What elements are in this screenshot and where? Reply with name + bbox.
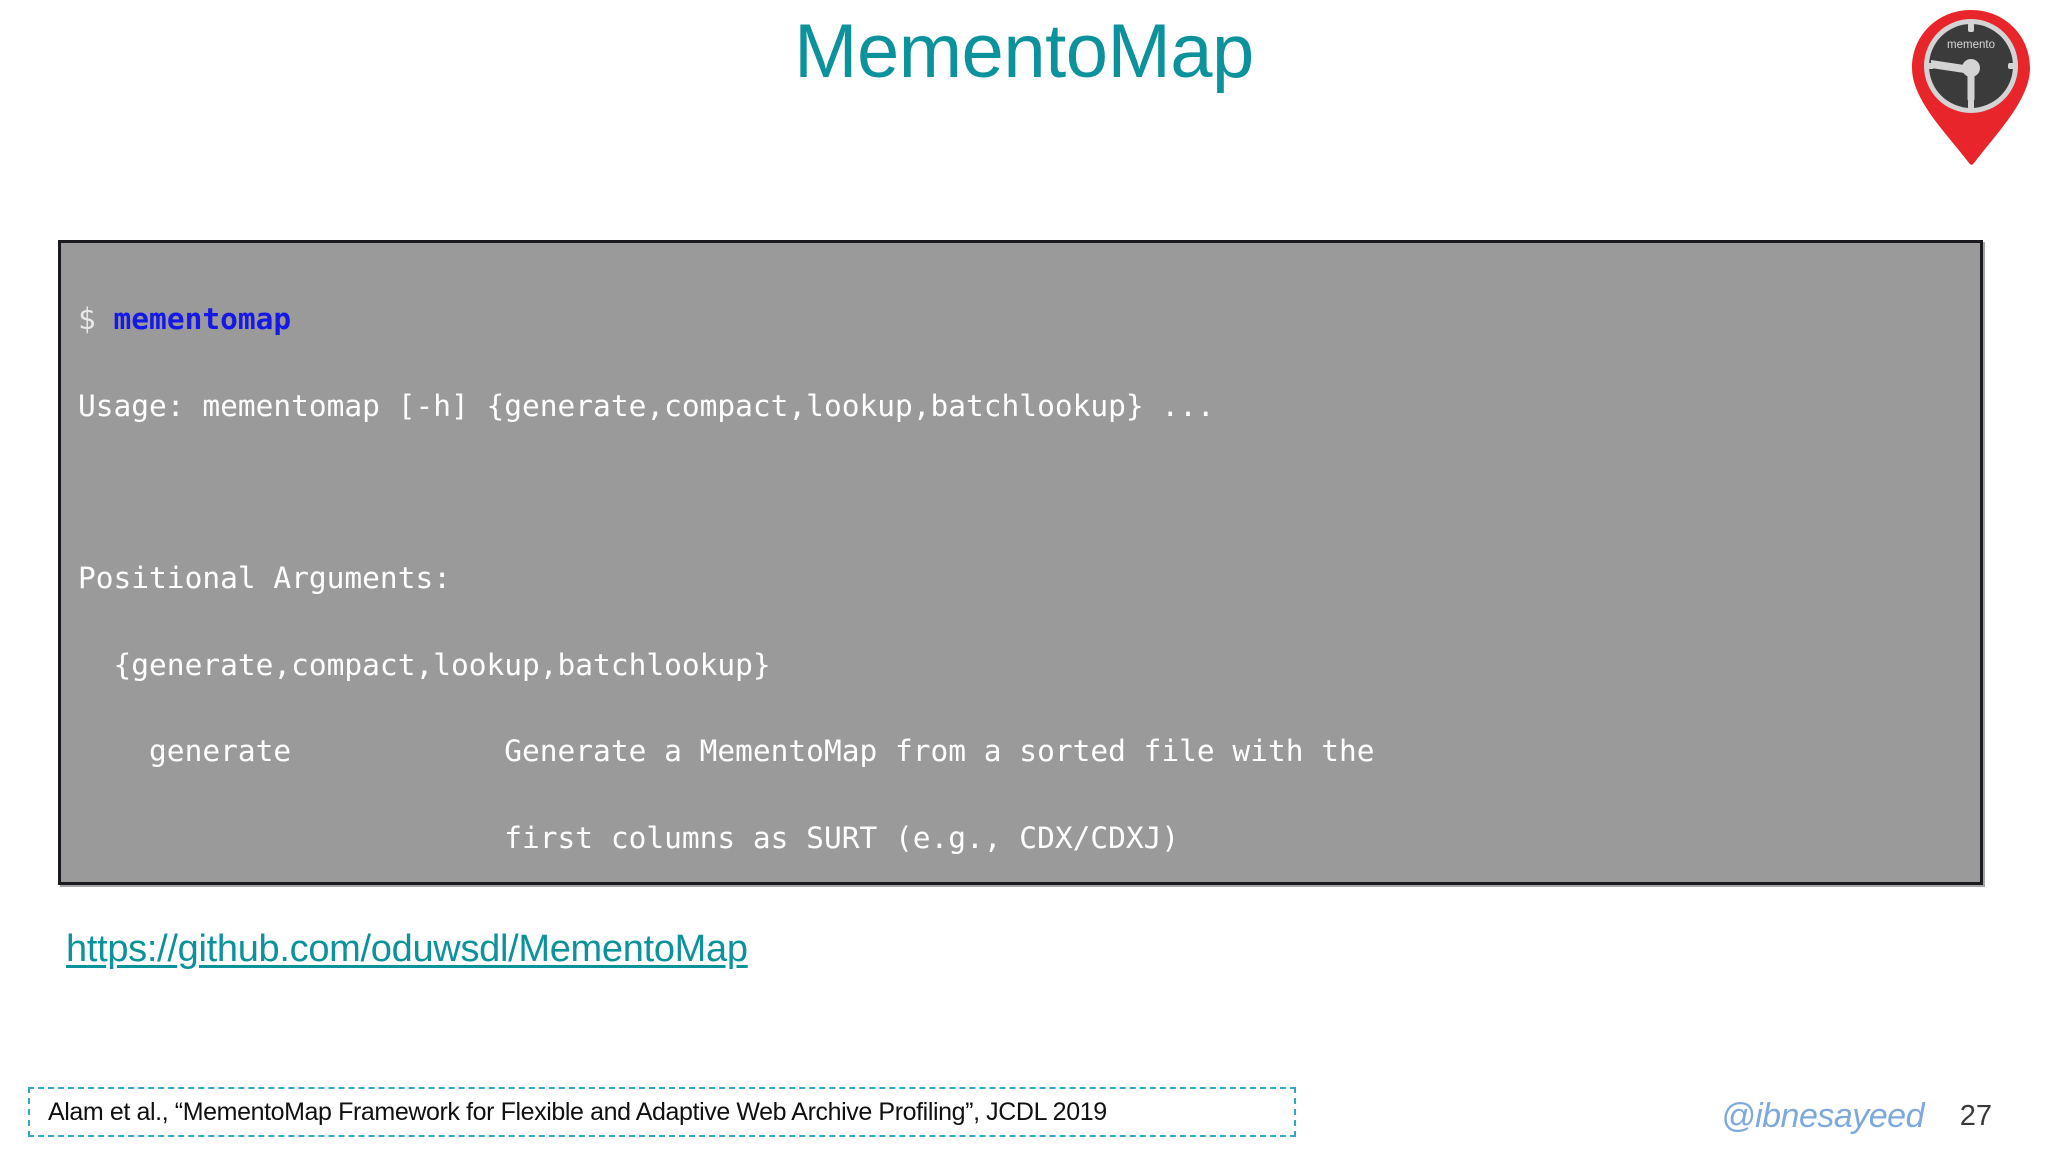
terminal-output-panel: $ mementomap Usage: mementomap [-h] {gen… — [58, 240, 1983, 885]
shell-command: mementomap — [113, 302, 292, 337]
clock-center-hub — [1962, 59, 1980, 77]
clock-hour-hand — [1931, 60, 1971, 74]
terminal-text: $ mementomap Usage: mementomap [-h] {gen… — [78, 255, 1980, 882]
clock-tick-3 — [2008, 63, 2017, 69]
logo-label: memento — [1947, 39, 1995, 51]
terminal-line: first columns as SURT (e.g., CDX/CDXJ) — [78, 820, 1180, 855]
clock-tick-12 — [1968, 23, 1974, 32]
terminal-line: Usage: mementomap [-h] {generate,compact… — [78, 388, 1215, 423]
twitter-handle: @ibnesayeed — [1721, 1097, 1924, 1135]
citation-box: Alam et al., “MementoMap Framework for F… — [28, 1087, 1296, 1137]
page-number: 27 — [1959, 1100, 1992, 1132]
terminal-line — [78, 471, 1980, 514]
page-title: MementoMap — [794, 9, 1254, 94]
terminal-line: Positional Arguments: — [78, 561, 451, 596]
terminal-prompt-line: $ mementomap — [78, 298, 1980, 341]
github-repo-link[interactable]: https://github.com/oduwsdl/MementoMap — [66, 928, 748, 970]
shell-prompt-symbol: $ — [78, 302, 96, 337]
terminal-line: {generate,compact,lookup,batchlookup} — [78, 647, 771, 682]
clock-tick-6 — [1968, 100, 1974, 109]
citation-text: Alam et al., “MementoMap Framework for F… — [48, 1097, 1107, 1126]
memento-logo: memento — [1907, 8, 2035, 166]
terminal-line: generate Generate a MementoMap from a so… — [78, 734, 1375, 769]
